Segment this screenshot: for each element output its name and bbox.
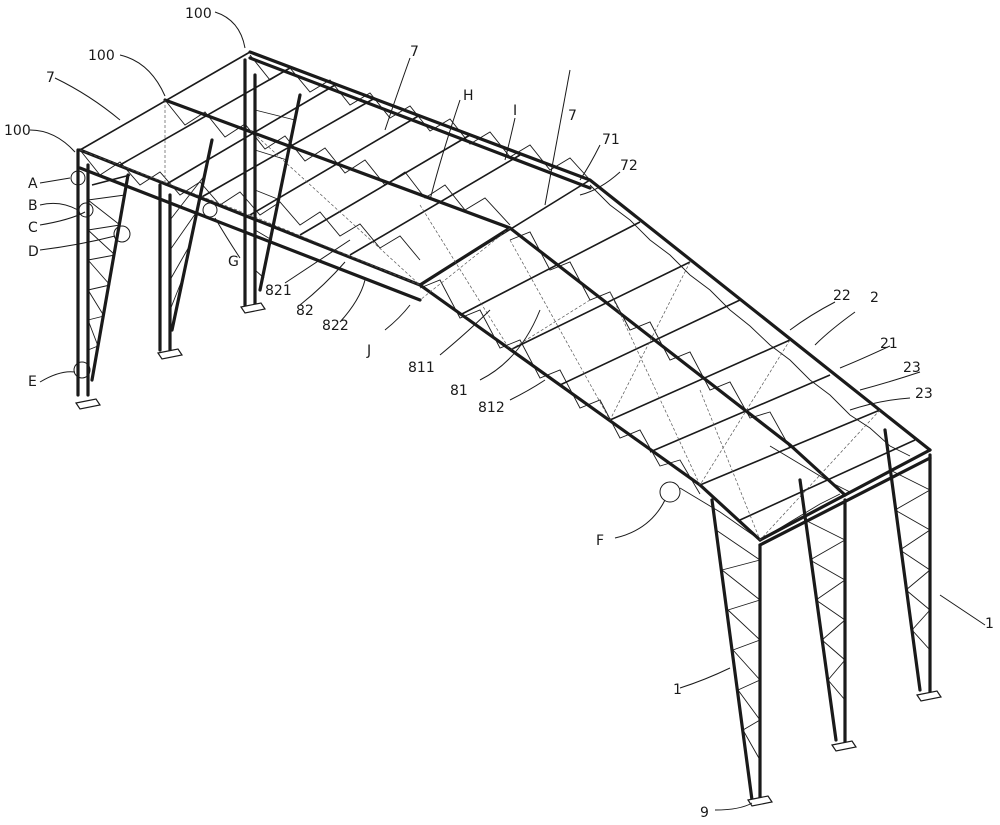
label-821: 821 (265, 283, 292, 299)
label-H: H (463, 88, 474, 104)
label-71: 71 (602, 132, 620, 148)
label-C: C (28, 220, 38, 236)
label-G: G (228, 254, 239, 270)
base-plates (75, 302, 942, 807)
label-I: I (513, 103, 517, 119)
label-822: 822 (322, 318, 349, 334)
truss-lacing (79, 54, 911, 541)
part-labels: 100 100 7 100 A B C D E 7 H I 7 71 72 G … (4, 6, 994, 821)
roof-purlins (79, 51, 916, 521)
label-D: D (28, 244, 39, 260)
label-21: 21 (880, 336, 898, 352)
label-B: B (28, 198, 38, 214)
right-columns (710, 428, 932, 802)
label-82: 82 (296, 303, 314, 319)
label-1-right: 1 (985, 616, 994, 632)
left-columns (76, 58, 302, 397)
label-7-right: 7 (568, 108, 577, 124)
detail-callouts (70, 170, 681, 503)
label-E: E (28, 374, 37, 390)
label-A: A (28, 176, 38, 192)
label-7-top: 7 (410, 44, 419, 60)
label-23-lower: 23 (915, 386, 933, 402)
label-9: 9 (700, 805, 709, 821)
leader-lines (29, 11, 986, 811)
roof-chords (78, 50, 932, 547)
label-811: 811 (408, 360, 435, 376)
label-812: 812 (478, 400, 505, 416)
label-F: F (596, 533, 604, 549)
label-72: 72 (620, 158, 638, 174)
label-J: J (366, 343, 371, 359)
label-100-left: 100 (4, 123, 31, 139)
label-100-mid: 100 (88, 48, 115, 64)
label-22: 22 (833, 288, 851, 304)
label-7-left: 7 (46, 70, 55, 86)
label-100-top: 100 (185, 6, 212, 22)
label-1-front: 1 (673, 682, 682, 698)
label-23-upper: 23 (903, 360, 921, 376)
label-81: 81 (450, 383, 468, 399)
label-2: 2 (870, 290, 879, 306)
